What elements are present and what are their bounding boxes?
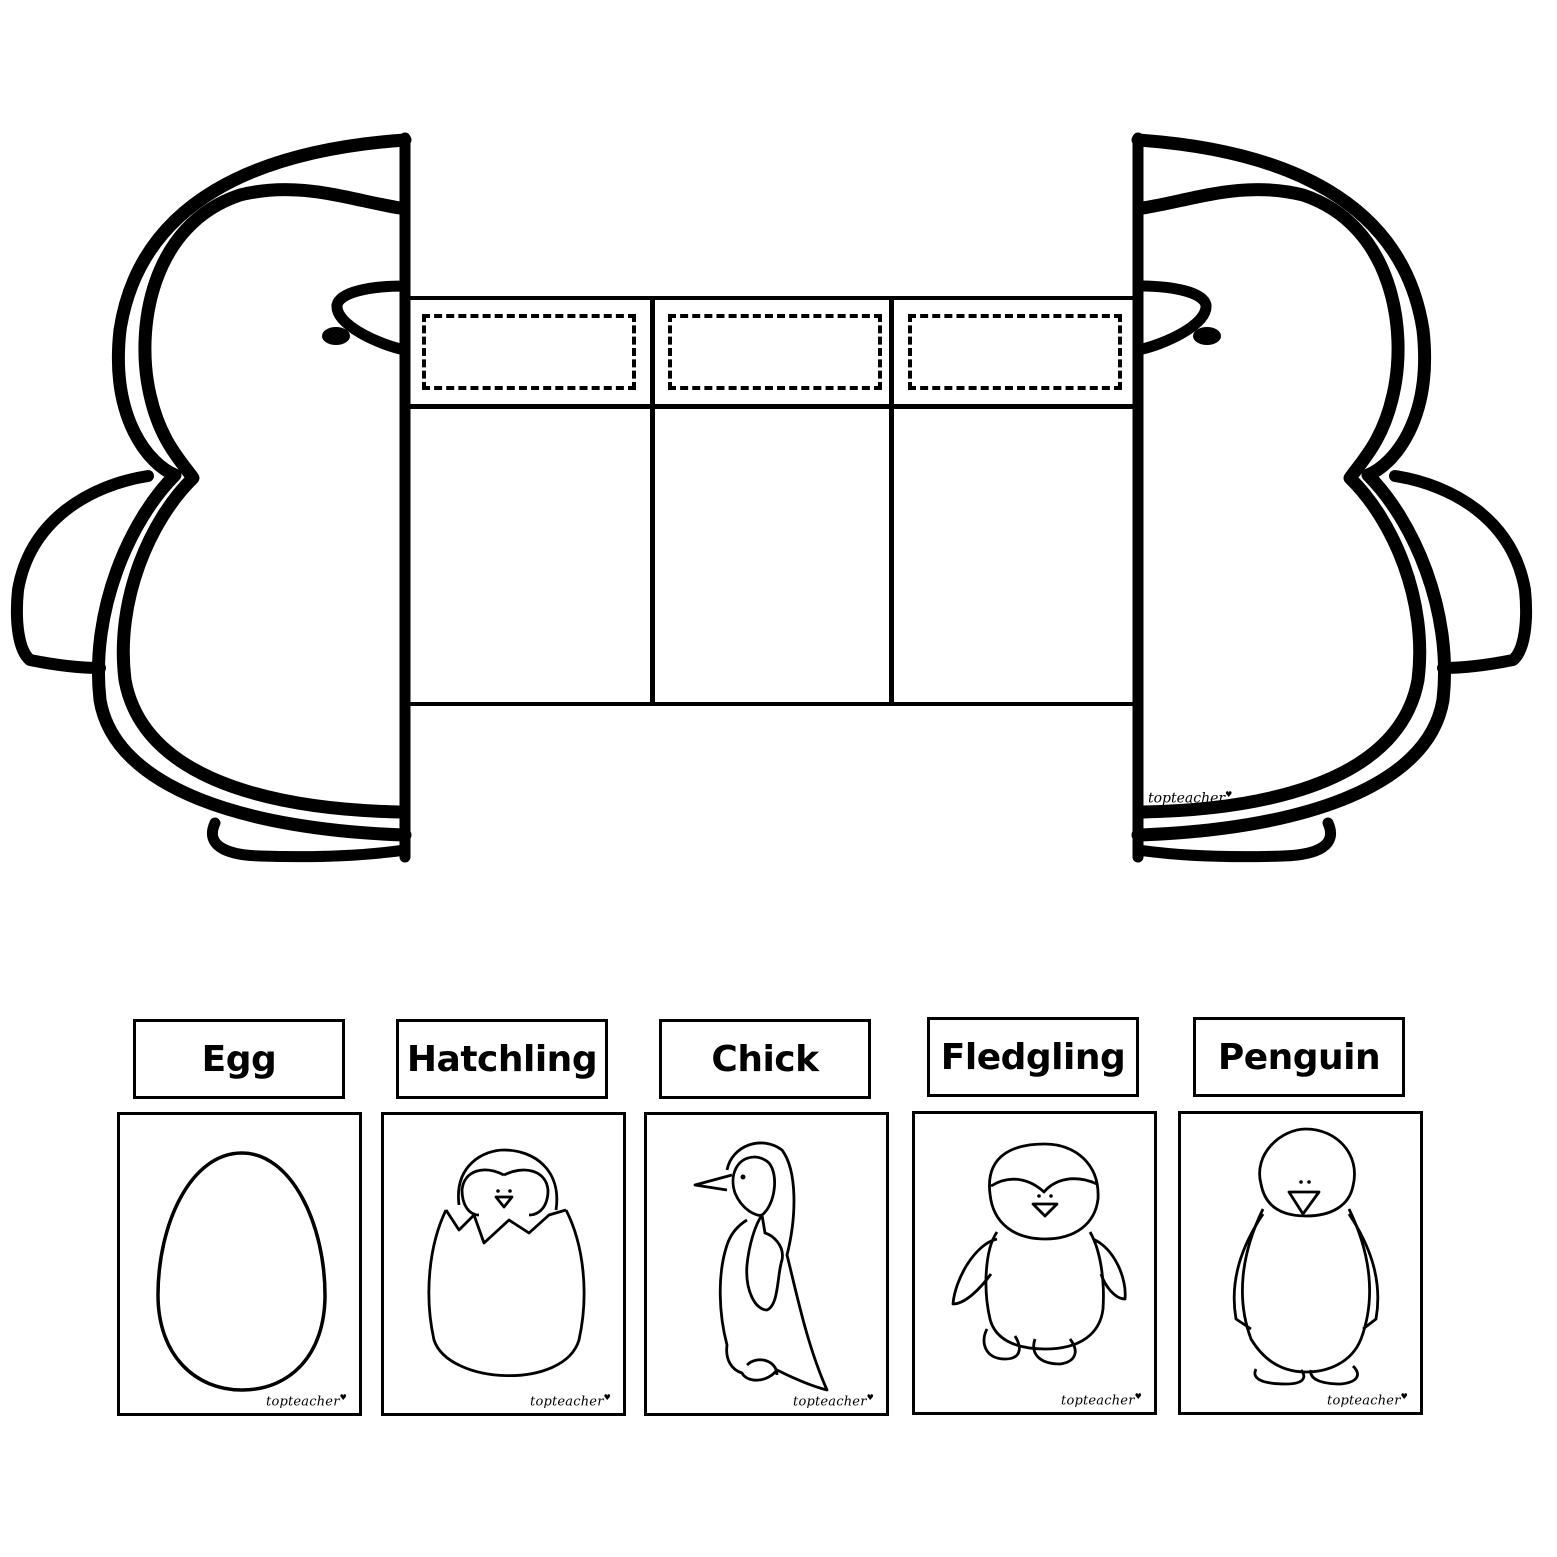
- left-penguin-icon: [10, 132, 412, 863]
- picture-card-chick[interactable]: topteacher♥: [644, 1112, 889, 1416]
- brand-watermark: topteacher♥: [530, 1392, 611, 1409]
- label-drop-zone-1[interactable]: [422, 314, 636, 390]
- picture-card-hatchling[interactable]: topteacher♥: [381, 1112, 626, 1416]
- picture-card-penguin[interactable]: topteacher♥: [1178, 1111, 1423, 1415]
- chick-icon: [693, 1141, 829, 1392]
- label-card-chick[interactable]: Chick: [659, 1019, 871, 1099]
- picture-drop-zone-2[interactable]: [655, 409, 889, 702]
- egg-icon: [156, 1151, 327, 1392]
- brand-watermark: topteacher♥: [793, 1392, 874, 1409]
- life-cycle-table: [405, 296, 1138, 712]
- table-top-border: [405, 296, 1138, 300]
- label-drop-zone-3[interactable]: [908, 314, 1122, 390]
- picture-drop-zone-1[interactable]: [410, 409, 650, 702]
- brand-watermark: topteacher♥: [1148, 790, 1233, 807]
- hatchling-icon: [427, 1148, 586, 1377]
- brand-watermark: topteacher♥: [266, 1392, 347, 1409]
- label-card-hatchling[interactable]: Hatchling: [396, 1019, 608, 1099]
- picture-card-egg[interactable]: topteacher♥: [117, 1112, 362, 1416]
- brand-watermark: topteacher♥: [1061, 1391, 1142, 1408]
- label-card-fledgling[interactable]: Fledgling: [927, 1017, 1139, 1097]
- picture-drop-zone-3[interactable]: [894, 409, 1138, 702]
- right-penguin-icon: [1131, 132, 1533, 863]
- brand-watermark: topteacher♥: [1327, 1391, 1408, 1408]
- table-column-divider: [650, 296, 655, 706]
- picture-card-fledgling[interactable]: topteacher♥: [912, 1111, 1157, 1415]
- label-card-egg[interactable]: Egg: [133, 1019, 345, 1099]
- label-drop-zone-2[interactable]: [668, 314, 882, 390]
- fledgling-icon: [951, 1142, 1127, 1366]
- label-card-penguin[interactable]: Penguin: [1193, 1017, 1405, 1097]
- penguin-icon: [1232, 1127, 1380, 1386]
- table-bottom-border: [405, 702, 1138, 706]
- table-header-divider: [405, 404, 1138, 409]
- table-column-divider: [889, 296, 894, 706]
